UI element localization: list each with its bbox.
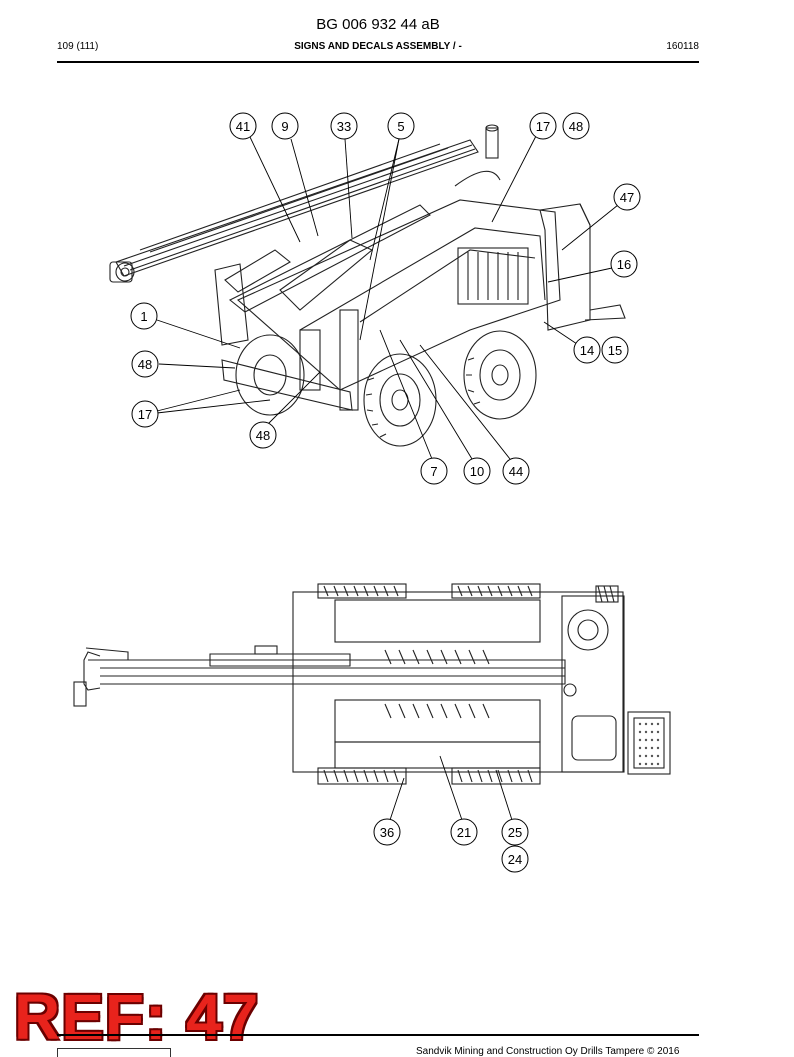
document-number: BG 006 932 44 aB [316, 16, 440, 33]
bottom-callouts: 36 21 25 24 [373, 818, 529, 873]
step-platform-holes [638, 722, 660, 766]
callout: 36 [373, 818, 401, 846]
callout: 15 [601, 336, 629, 364]
callout-label: 17 [138, 407, 152, 422]
callout: 14 [573, 336, 601, 364]
callout-label: 41 [236, 119, 250, 134]
callout-label: 7 [430, 464, 437, 479]
callout-label: 36 [380, 825, 394, 840]
callout-label: 48 [138, 357, 152, 372]
callout: 17 [131, 400, 159, 428]
callout: 16 [610, 250, 638, 278]
callout: 33 [330, 112, 358, 140]
rig-isometric-view [109, 124, 626, 447]
callout: 9 [271, 112, 299, 140]
section-title: SIGNS AND DECALS ASSEMBLY / - [294, 41, 462, 52]
callout: 24 [501, 845, 529, 873]
callout: 10 [463, 457, 491, 485]
callout-label: 47 [620, 190, 634, 205]
bottom-leader-lines [389, 755, 513, 821]
callout-label: 16 [617, 257, 631, 272]
callout: 21 [450, 818, 478, 846]
callout: 48 [249, 421, 277, 449]
top-callouts: 41 9 33 5 17 48 47 16 1 14 15 48 17 48 7… [130, 112, 641, 485]
callout-label: 17 [536, 119, 550, 134]
callout-label: 24 [508, 852, 522, 867]
date-code: 160118 [666, 41, 699, 52]
page-number: 109 (111) [57, 41, 99, 52]
callout-label: 5 [397, 119, 404, 134]
callout: 17 [529, 112, 557, 140]
callout: 48 [131, 350, 159, 378]
callout: 1 [130, 302, 158, 330]
callout-label: 33 [337, 119, 351, 134]
callout: 5 [387, 112, 415, 140]
rig-plan-view [73, 583, 671, 785]
footer-copyright: Sandvik Mining and Construction Oy Drill… [416, 1046, 680, 1057]
callout-label: 14 [580, 343, 594, 358]
callout: 25 [501, 818, 529, 846]
top-leader-lines [156, 135, 619, 460]
reference-stamp: REF: 47 [14, 981, 260, 1053]
callout: 41 [229, 112, 257, 140]
callout-label: 15 [608, 343, 622, 358]
callout: 47 [613, 183, 641, 211]
callout-label: 1 [140, 309, 147, 324]
callout-label: 10 [470, 464, 484, 479]
callout: 48 [562, 112, 590, 140]
callout: 7 [420, 457, 448, 485]
header-rule [57, 61, 699, 63]
callout-label: 44 [509, 464, 523, 479]
callout-label: 48 [256, 428, 270, 443]
callout-label: 9 [281, 119, 288, 134]
callout-label: 25 [508, 825, 522, 840]
callout-label: 48 [569, 119, 583, 134]
footer-rule [57, 1034, 699, 1036]
callout: 44 [502, 457, 530, 485]
callout-label: 21 [457, 825, 471, 840]
